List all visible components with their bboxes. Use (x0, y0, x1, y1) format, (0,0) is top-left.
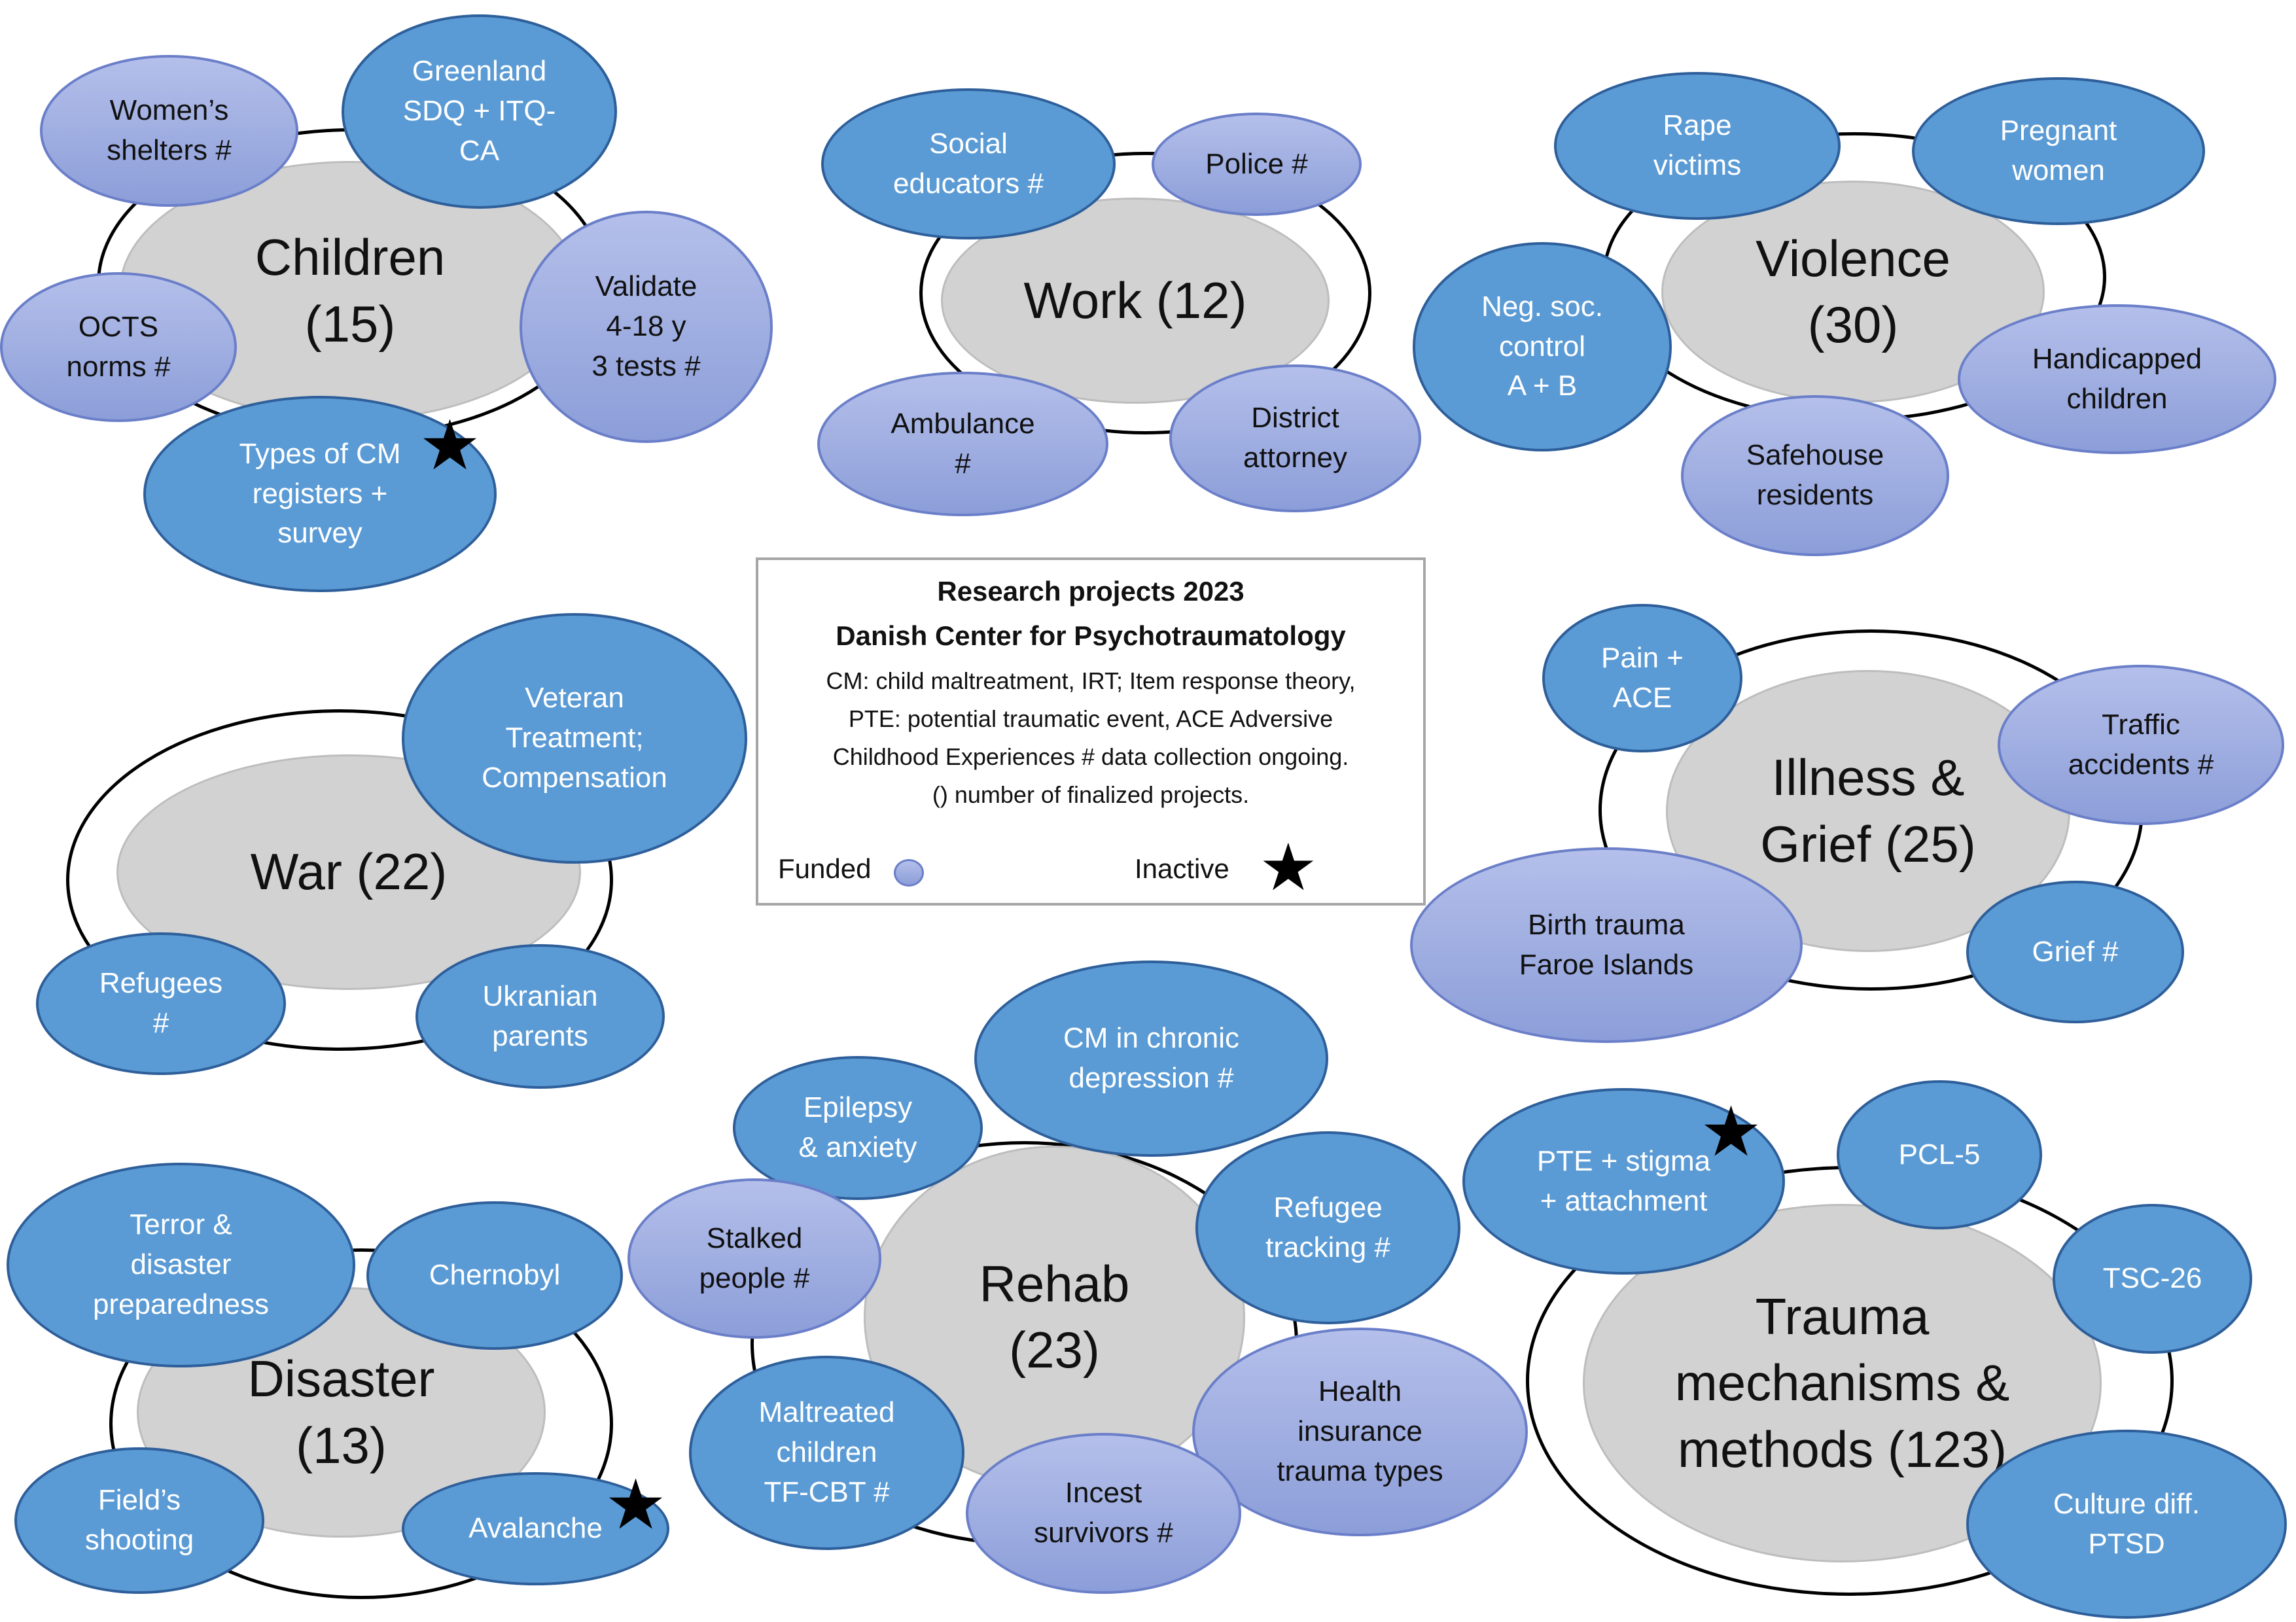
illness-title: Illness & Grief (25) (1760, 749, 1976, 873)
project-terror[interactable]: Terror & disaster preparedness (7, 1163, 355, 1367)
project-stalked[interactable]: Stalked people # (627, 1178, 881, 1339)
project-ukranian-parents[interactable]: Ukranian parents (415, 944, 665, 1089)
trauma-title: Trauma mechanisms & methods (123) (1674, 1287, 2010, 1478)
inactive-star-icon: ★ (1700, 1093, 1763, 1171)
legend-description: CM: child maltreatment, IRT; Item respon… (826, 667, 1356, 808)
legend-inactive-label: Inactive (1135, 853, 1229, 884)
legend-title: Research projects 2023 (937, 576, 1245, 607)
project-greenland[interactable]: Greenland SDQ + ITQ- CA (342, 14, 617, 209)
legend-star-icon: ★ (1259, 831, 1318, 904)
project-rape-victims[interactable]: Rape victims (1554, 72, 1841, 220)
legend-funded-label: Funded (778, 853, 872, 884)
project-culture[interactable]: Culture diff. PTSD (1966, 1430, 2287, 1619)
project-chernobyl[interactable]: Chernobyl (366, 1201, 623, 1350)
project-maltreated-children[interactable]: Maltreated children TF-CBT # (689, 1356, 964, 1550)
project-neg-soc-control[interactable]: Neg. soc. control A + B (1413, 242, 1672, 451)
project-tsc26[interactable]: TSC-26 (2053, 1204, 2252, 1354)
project-district-attorney[interactable]: District attorney (1169, 364, 1421, 512)
legend-subtitle: Danish Center for Psychotraumatology (836, 620, 1346, 651)
project-incest[interactable]: Incest survivors # (966, 1433, 1241, 1594)
project-ambulance[interactable]: Ambulance # (817, 372, 1108, 516)
disaster-title: Disaster (13) (247, 1350, 435, 1474)
inactive-star-icon: ★ (605, 1466, 667, 1543)
rehab-core: Rehab (23) (864, 1146, 1245, 1489)
project-veteran[interactable]: Veteran Treatment; Compensation (402, 613, 747, 864)
project-police[interactable]: Police # (1152, 113, 1362, 216)
children-title: Children (15) (255, 228, 446, 353)
project-birth-trauma[interactable]: Birth trauma Faroe Islands (1410, 847, 1803, 1043)
inactive-star-icon: ★ (419, 407, 482, 484)
project-pain-ace[interactable]: Pain + ACE (1542, 604, 1742, 752)
project-refugee-tracking[interactable]: Refugee tracking # (1195, 1131, 1460, 1324)
war-title: War (22) (250, 843, 448, 901)
project-pcl5[interactable]: PCL-5 (1837, 1080, 2042, 1229)
project-safehouse-residents[interactable]: Safehouse residents (1681, 395, 1949, 556)
project-refugees[interactable]: Refugees # (36, 932, 286, 1075)
project-pte-stigma[interactable]: PTE + stigma + attachment (1462, 1088, 1785, 1275)
project-womens-shelters[interactable]: Women’s shelters # (40, 55, 298, 207)
project-health-insurance[interactable]: Health insurance trauma types (1192, 1328, 1528, 1536)
project-avalanche[interactable]: Avalanche (402, 1472, 669, 1585)
project-fields-shooting[interactable]: Field’s shooting (14, 1447, 264, 1594)
project-grief[interactable]: Grief # (1966, 881, 2184, 1023)
project-types-cm[interactable]: Types of CM registers + survey (143, 396, 497, 592)
project-epilepsy[interactable]: Epilepsy & anxiety (733, 1056, 983, 1200)
project-validate[interactable]: Validate 4-18 y 3 tests # (520, 211, 773, 443)
project-handicapped-children[interactable]: Handicapped children (1958, 304, 2276, 454)
project-cm-depression[interactable]: CM in chronic depression # (974, 961, 1328, 1157)
legend-box: Research projects 2023 Danish Center for… (756, 557, 1426, 906)
project-traffic-accidents[interactable]: Traffic accidents # (1998, 665, 2284, 825)
rehab-title: Rehab (23) (979, 1254, 1130, 1379)
work-core: Work (12) (941, 198, 1330, 404)
project-social-educators[interactable]: Social educators # (821, 88, 1116, 239)
work-title: Work (12) (1023, 271, 1247, 329)
violence-title: Violence (30) (1756, 229, 1951, 353)
funded-swatch-icon (894, 859, 924, 887)
project-pregnant-women[interactable]: Pregnant women (1912, 77, 2205, 225)
project-octs[interactable]: OCTS norms # (0, 272, 237, 422)
